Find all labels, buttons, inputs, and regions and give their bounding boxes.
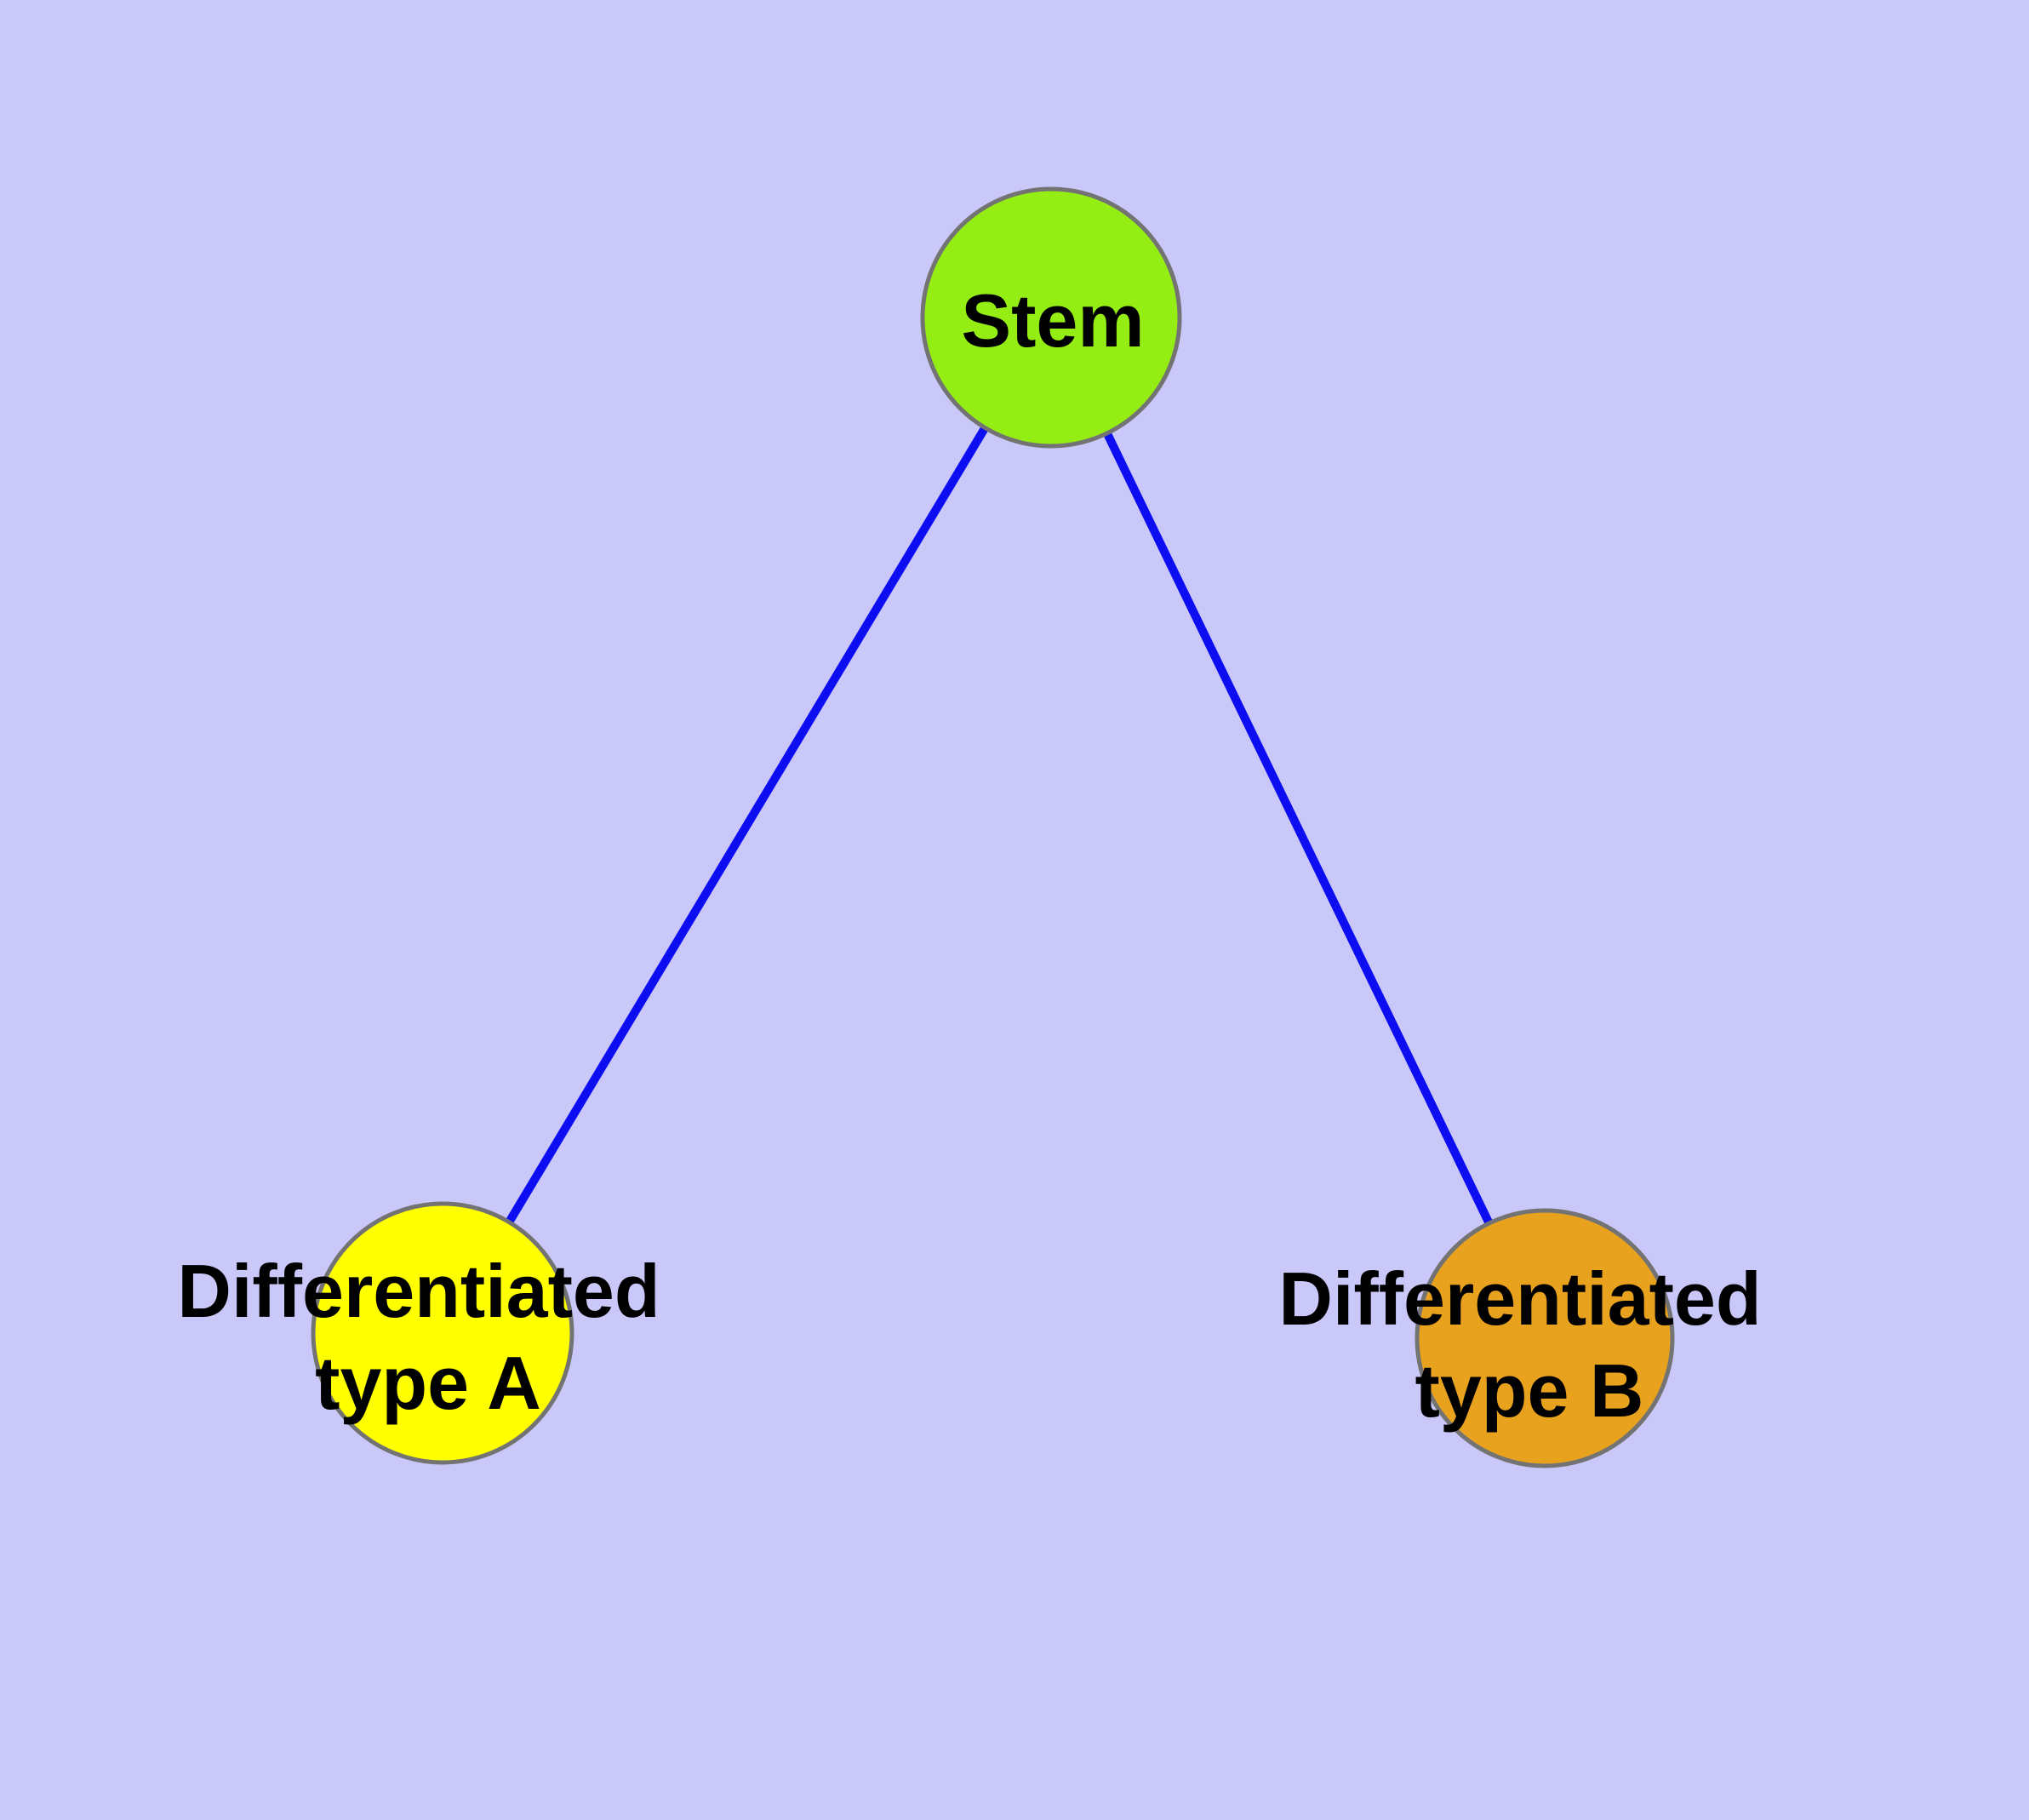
node-stem-label: Stem — [961, 278, 1144, 363]
node-differentiated-type-a — [311, 1201, 574, 1465]
node-stem — [920, 186, 1182, 449]
edge-stem-to-type-a-line — [438, 315, 1055, 1336]
edge-stem-to-type-b-line — [1047, 315, 1549, 1341]
node-differentiated-type-b — [1415, 1208, 1675, 1468]
node-type-b-label-line-2: type B — [1415, 1348, 1644, 1433]
node-type-a-label-line-1: Differentiated — [177, 1249, 660, 1333]
node-type-a-label-line-2: type A — [315, 1341, 541, 1425]
node-type-b-label-line-1: Differentiated — [1278, 1256, 1761, 1341]
